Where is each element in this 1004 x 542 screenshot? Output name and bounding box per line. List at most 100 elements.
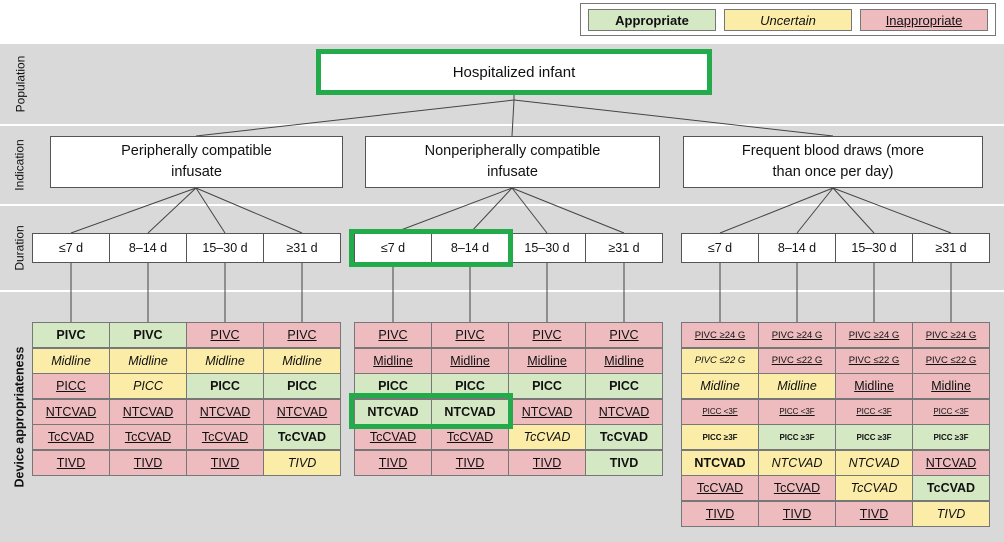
device-cell: Midline [263, 347, 341, 374]
connector-duration-3-1 [719, 187, 834, 234]
duration-1-4: ≥31 d [263, 233, 341, 263]
device-cell: TcCVAD [32, 424, 110, 450]
device-cell: PIVC [354, 322, 432, 348]
device-cell: PIVC [109, 322, 187, 348]
device-cell: NTCVAD [758, 449, 836, 476]
device-cell: Midline [835, 373, 913, 399]
device-cell: PICC <3F [681, 398, 759, 425]
device-cell: TIVD [835, 500, 913, 527]
connector-duration-1-3 [195, 187, 226, 234]
device-cell: TIVD [109, 449, 187, 476]
indication-peripheral: Peripherally compatible infusate [50, 136, 343, 188]
device-cell: Midline [681, 373, 759, 399]
device-cell: Midline [32, 347, 110, 374]
legend-uncertain: Uncertain [724, 9, 852, 31]
device-cell: PICC [263, 373, 341, 399]
device-cell: TIVD [32, 449, 110, 476]
duration-3-4: ≥31 d [912, 233, 990, 263]
device-cell: Midline [912, 373, 990, 399]
device-cell: PIVC [263, 322, 341, 348]
device-cell: PIVC ≤22 G [758, 347, 836, 374]
device-cell: NTCVAD [912, 449, 990, 476]
device-cell: PIVC ≥24 G [681, 322, 759, 348]
connector-indication-3 [513, 99, 834, 137]
device-cell: TIVD [758, 500, 836, 527]
device-cell: PICC ≥3F [681, 424, 759, 450]
connector-indication-1 [195, 99, 515, 137]
device-cell: PIVC [431, 322, 509, 348]
indication-blood-draws: Frequent blood draws (more than once per… [683, 136, 983, 188]
device-cell: NTCVAD [835, 449, 913, 476]
connector-indication-2 [511, 99, 515, 137]
connector-duration-2-1 [392, 187, 513, 234]
device-cell: TIVD [585, 449, 663, 476]
device-cell: TIVD [681, 500, 759, 527]
device-cell: Midline [758, 373, 836, 399]
device-cell: Midline [508, 347, 586, 374]
device-cell: TcCVAD [186, 424, 264, 450]
duration-1-3: 15–30 d [186, 233, 264, 263]
device-cell: TcCVAD [835, 475, 913, 501]
legend: Appropriate Uncertain Inappropriate [580, 3, 996, 36]
device-cell: PIVC ≤22 G [835, 347, 913, 374]
device-cell: NTCVAD [585, 398, 663, 425]
device-cell: PICC ≥3F [912, 424, 990, 450]
device-cell: PIVC [585, 322, 663, 348]
device-cell: TcCVAD [263, 424, 341, 450]
device-cell: NTCVAD [32, 398, 110, 425]
connector-duration-3-4 [832, 187, 952, 234]
duration-2-4: ≥31 d [585, 233, 663, 263]
device-cell: Midline [354, 347, 432, 374]
device-cell: Midline [109, 347, 187, 374]
population-node: Hospitalized infant [320, 53, 708, 91]
device-cell: TIVD [354, 449, 432, 476]
duration-1-2: 8–14 d [109, 233, 187, 263]
connector-duration-1-4 [195, 187, 303, 234]
device-cell: TIVD [431, 449, 509, 476]
device-cell: PIVC ≥24 G [912, 322, 990, 348]
device-cell: PIVC ≤22 G [912, 347, 990, 374]
device-cell: TIVD [186, 449, 264, 476]
device-cell: NTCVAD [508, 398, 586, 425]
device-cell: PIVC [32, 322, 110, 348]
device-cell: PIVC ≤22 G [681, 347, 759, 374]
device-cell: NTCVAD [186, 398, 264, 425]
device-cell: PIVC [186, 322, 264, 348]
connector-duration-2-4 [511, 187, 625, 234]
connector-duration-2-2 [469, 187, 513, 234]
duration-3-1: ≤7 d [681, 233, 759, 263]
device-cell: PICC <3F [758, 398, 836, 425]
device-cell: NTCVAD [263, 398, 341, 425]
connector-duration-3-3 [832, 187, 875, 234]
device-cell: Midline [585, 347, 663, 374]
device-cell: TcCVAD [758, 475, 836, 501]
device-cell: PICC [109, 373, 187, 399]
device-cell: NTCVAD [681, 449, 759, 476]
highlight-population [316, 49, 712, 95]
device-cell: PICC ≥3F [758, 424, 836, 450]
device-cell: NTCVAD [431, 398, 509, 425]
device-cell: NTCVAD [109, 398, 187, 425]
device-cell: TcCVAD [508, 424, 586, 450]
legend-inappropriate: Inappropriate [860, 9, 988, 31]
connector-duration-3-2 [796, 187, 834, 234]
connector-duration-1-2 [147, 187, 197, 234]
device-cell: PICC [186, 373, 264, 399]
device-cell: TcCVAD [912, 475, 990, 501]
duration-3-3: 15–30 d [835, 233, 913, 263]
legend-appropriate: Appropriate [588, 9, 716, 31]
device-cell: TcCVAD [109, 424, 187, 450]
device-cell: PICC [585, 373, 663, 399]
connector-duration-1-1 [70, 187, 197, 234]
device-cell: PICC [32, 373, 110, 399]
device-cell: PICC <3F [835, 398, 913, 425]
indication-nonperipheral: Nonperipherally compatible infusate [365, 136, 660, 188]
device-cell: TIVD [508, 449, 586, 476]
device-cell: TIVD [912, 500, 990, 527]
duration-2-3: 15–30 d [508, 233, 586, 263]
duration-1-1: ≤7 d [32, 233, 110, 263]
duration-3-2: 8–14 d [758, 233, 836, 263]
device-cell: Midline [186, 347, 264, 374]
device-cell: PICC <3F [912, 398, 990, 425]
device-cell: Midline [431, 347, 509, 374]
